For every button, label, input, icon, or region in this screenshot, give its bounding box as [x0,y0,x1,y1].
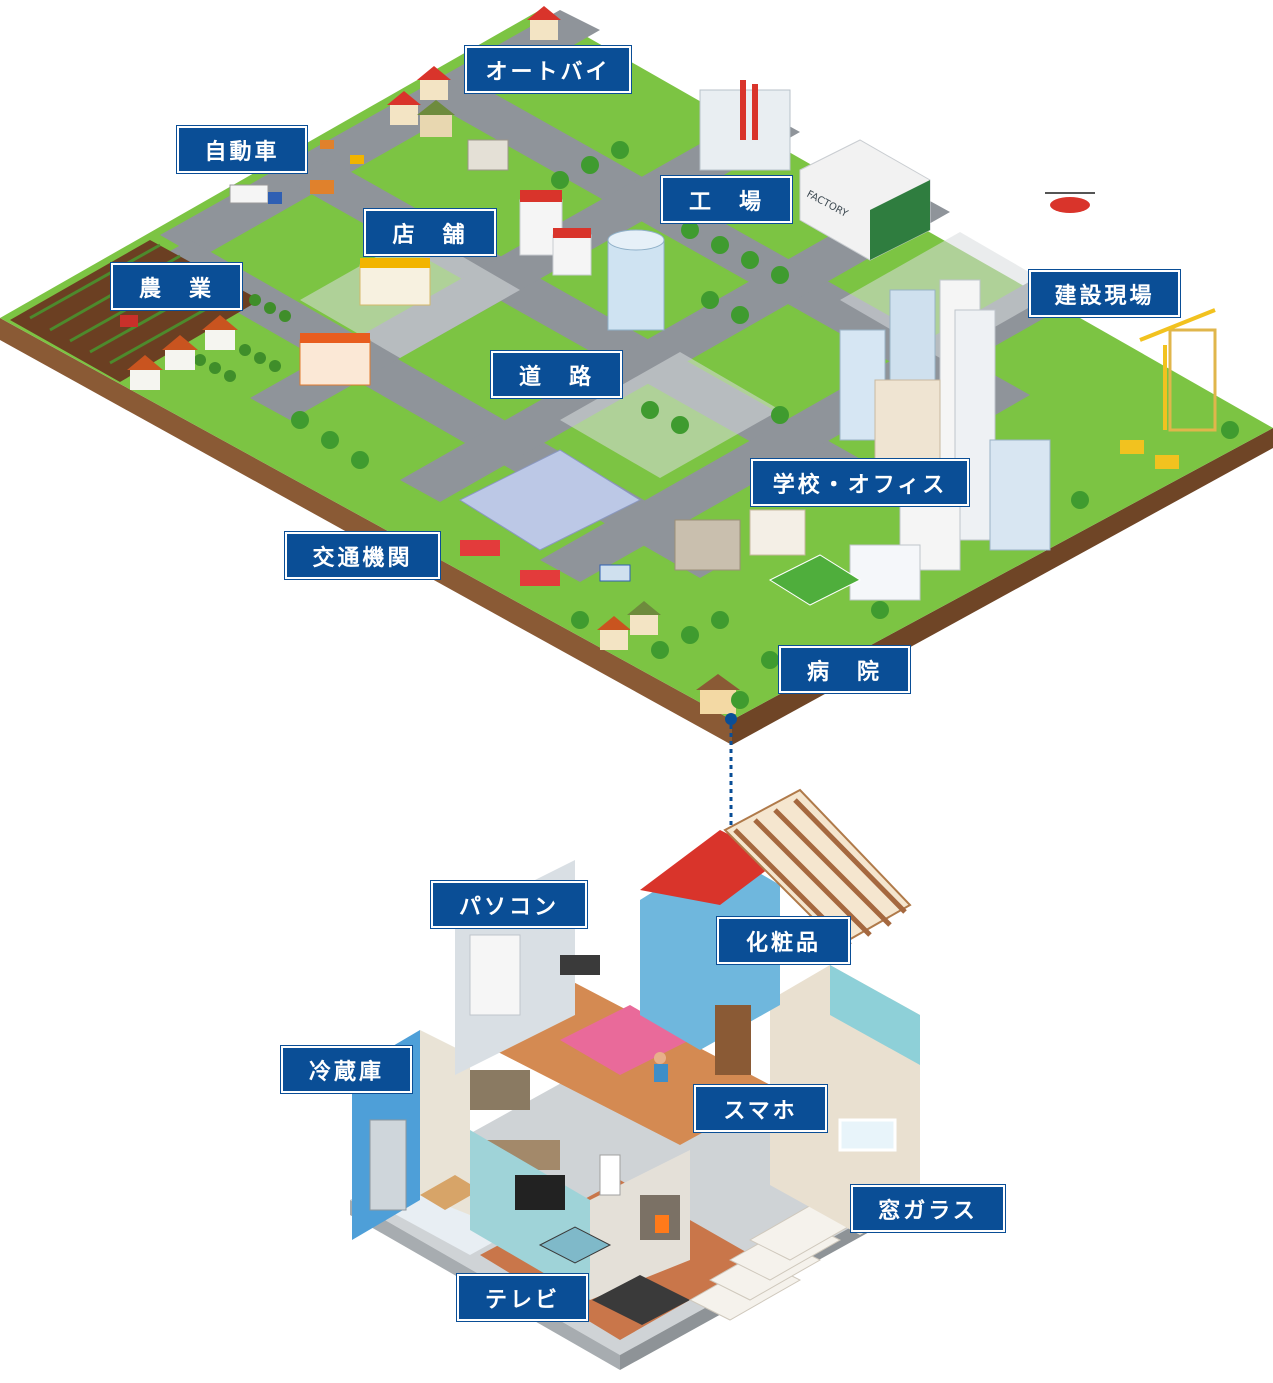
houses [127,6,740,714]
label-window-glass: 窓ガラス [851,1185,1005,1232]
label-agriculture: 農 業 [111,263,242,310]
house-cutaway [350,788,920,1370]
label-car: 自動車 [177,126,307,173]
vehicles [120,140,1179,586]
label-transport: 交通機関 [285,532,440,579]
label-motorcycle: オートバイ [465,46,631,93]
trees [291,141,1239,709]
connector-dot [725,713,737,725]
label-construction: 建設現場 [1029,270,1180,317]
label-smartphone: スマホ [694,1085,827,1132]
buildings: FACTORY [299,80,1217,606]
label-factory: 工 場 [661,176,792,223]
label-cosmetics: 化粧品 [717,917,850,964]
label-store: 店 舗 [364,209,496,256]
label-fridge: 冷蔵庫 [281,1046,412,1093]
label-school-office: 学校・オフィス [751,459,969,506]
label-pc: パソコン [431,881,587,928]
city-ground: FACTORY [0,6,1273,745]
label-tv: テレビ [457,1274,588,1321]
label-hospital: 病 院 [779,646,910,693]
label-road: 道 路 [491,351,622,398]
